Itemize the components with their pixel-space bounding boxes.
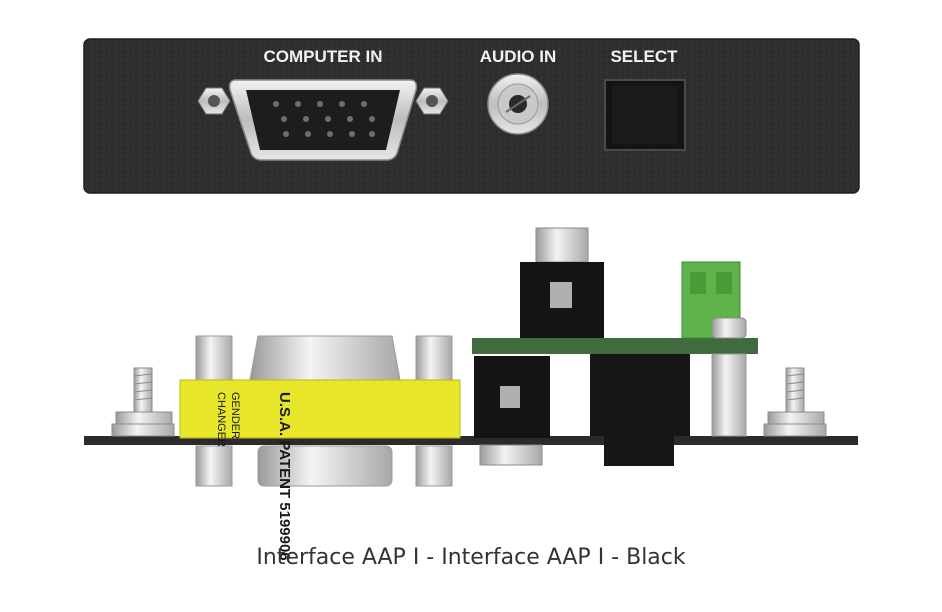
gender-changer: U.S.A. PATENT 5199906 GENDER CHANGER: [179, 335, 461, 561]
right-mounting-screw: [763, 367, 827, 437]
adapter-label-line3: CHANGER: [215, 392, 227, 447]
audio-in-label: AUDIO IN: [480, 47, 557, 66]
adapter-label-band: [179, 379, 461, 439]
audio-jack-side: [474, 356, 550, 466]
computer-in-label: COMPUTER IN: [264, 47, 383, 66]
left-mounting-screw: [111, 367, 175, 437]
standoff: [711, 353, 747, 437]
adapter-label-line2: GENDER: [229, 392, 241, 439]
select-button[interactable]: [604, 79, 686, 151]
product-caption: Interface AAP I - Interface AAP I - Blac…: [256, 545, 686, 570]
vga-right-hex-nut: [415, 87, 449, 115]
audio-in-jack[interactable]: [487, 73, 549, 135]
vga-connector[interactable]: [228, 79, 418, 161]
front-panel: COMPUTER IN AUDIO IN SELECT: [83, 38, 860, 194]
mounting-plate: [84, 436, 858, 445]
vga-left-hex-nut: [197, 87, 231, 115]
adapter-label-line1: U.S.A. PATENT 5199906: [276, 392, 293, 561]
vga-pins: [273, 101, 375, 137]
upper-audio-jack: [520, 227, 604, 340]
pcb-screw: [711, 317, 747, 339]
side-view: U.S.A. PATENT 5199906 GENDER CHANGER: [84, 227, 858, 561]
circuit-board: [472, 338, 758, 354]
select-label: SELECT: [610, 47, 678, 66]
switch-body: [590, 354, 690, 466]
